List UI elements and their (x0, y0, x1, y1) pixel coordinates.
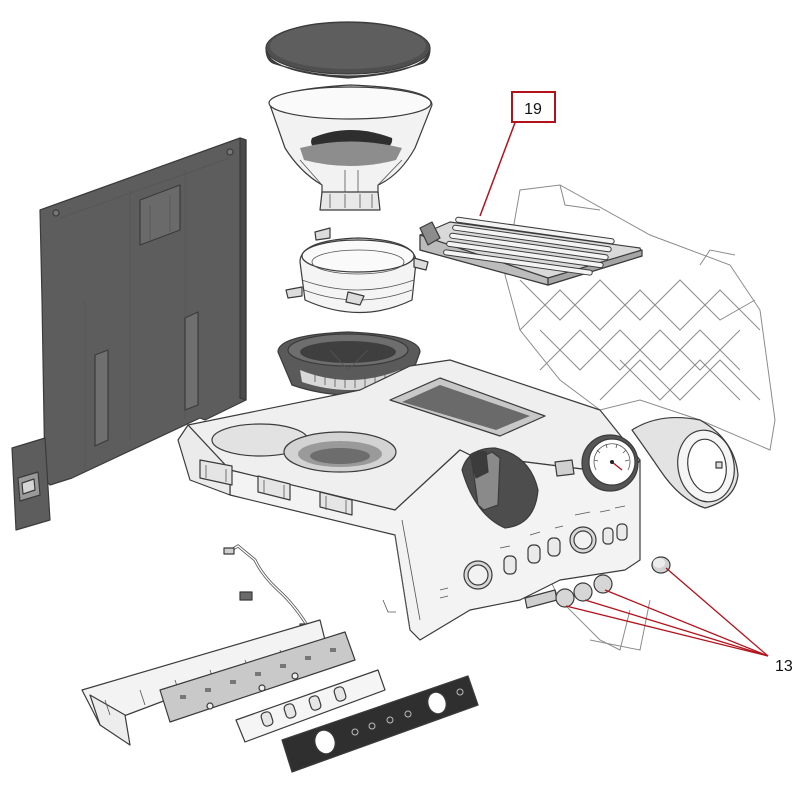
callout-label-19: 19 (524, 101, 542, 118)
bean-hopper (268, 84, 433, 211)
cup-warmer-tray (419, 216, 643, 286)
callout-label-13: 13 (775, 658, 793, 675)
hopper-collar-ring (285, 227, 429, 313)
callout-13: 13 (565, 567, 793, 675)
leader-line-19 (479, 119, 517, 217)
main-housing (177, 359, 641, 641)
leader-line-13d (565, 605, 769, 657)
hopper-lid (265, 21, 431, 79)
loose-knob (651, 556, 671, 574)
rear-frame-ghost (504, 184, 776, 651)
callout-19: 19 (479, 91, 556, 217)
gauge-bezel (631, 416, 739, 509)
callout-box-19 (511, 91, 556, 123)
wiring-harness (223, 544, 313, 633)
leader-line-13c (584, 599, 769, 657)
leader-line-13b (604, 589, 769, 657)
leader-line-13a (665, 567, 769, 657)
back-panel (11, 137, 247, 531)
control-board-assembly (81, 619, 479, 773)
